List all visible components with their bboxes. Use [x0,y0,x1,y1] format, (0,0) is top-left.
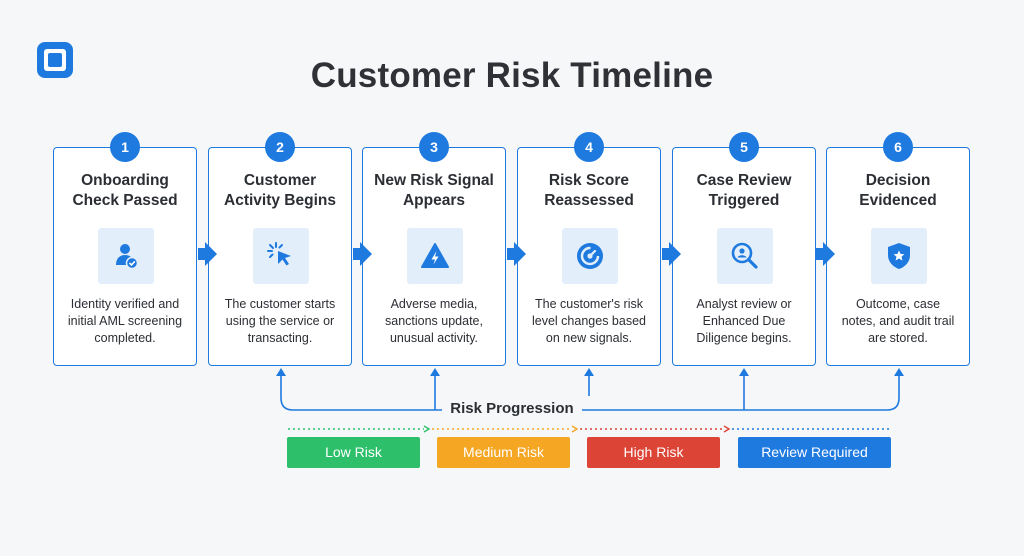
step-desc-line: using the service or [225,314,335,328]
page-title: Customer Risk Timeline [310,56,714,95]
step-title-line: New Risk Signal [374,172,494,189]
icon-tile [717,228,773,284]
icon-tile [871,228,927,284]
step-title-line: Check Passed [72,192,178,209]
step-title: New Risk Signal Appears [367,171,501,211]
step-desc-line: level changes based [532,314,646,328]
step-desc-line: The customer starts [224,297,336,311]
step-title-line: Activity Begins [224,192,336,209]
alert-bolt-icon [421,243,449,268]
step-desc-line: Adverse media, [390,297,478,311]
step-card-3: 3 New Risk Signal Appears Adverse media,… [362,132,506,366]
step-desc-line: completed. [94,331,156,345]
step-title-line: Onboarding [81,172,169,189]
step-description: Analyst review or Enhanced Due Diligence… [679,296,809,347]
shield-star-icon [888,243,910,269]
step-desc-line: Analyst review or [696,297,792,311]
step-desc-line: Outcome, case [855,297,941,311]
gauge-icon [577,243,603,269]
step-title: Risk Score Reassessed [522,171,656,211]
step-description: Identity verified and initial AML screen… [60,296,190,347]
step-desc-line: sanctions update, [385,314,483,328]
risk-chip-low: Low Risk [287,437,420,468]
step-description: Adverse media, sanctions update, unusual… [369,296,499,347]
step-description: Outcome, case notes, and audit trail are… [833,296,963,347]
step-desc-line: The customer's risk [535,297,643,311]
step-number-badge: 5 [729,132,759,162]
step-number-badge: 4 [574,132,604,162]
step-number-badge: 6 [883,132,913,162]
step-card-5: 5 Case Review Triggered Analyst review o… [672,132,816,366]
risk-chip-medium: Medium Risk [437,437,570,468]
step-card-1: 1 Onboarding Check Passed Identity verif… [53,132,197,366]
step-title: Case Review Triggered [677,171,811,211]
step-description: The customer starts using the service or… [215,296,345,347]
step-desc-line: Identity verified and [70,297,180,311]
risk-chip-review: Review Required [738,437,891,468]
step-title-line: Reassessed [544,192,634,209]
step-title-line: Customer [243,172,317,189]
step-number-badge: 3 [419,132,449,162]
step-desc-line: notes, and audit trail [841,314,955,328]
step-desc-line: Diligence begins. [696,331,792,345]
step-number-badge: 1 [110,132,140,162]
step-card-4: 4 Risk Score Reassessed The customer's r… [517,132,661,366]
step-desc-line: Enhanced Due [702,314,786,328]
step-desc-line: are stored. [868,331,928,345]
risk-progression-label: Risk Progression [0,400,1024,418]
step-title: Customer Activity Begins [213,171,347,211]
icon-tile [98,228,154,284]
step-title-line: Decision [865,172,931,189]
step-number-badge: 2 [265,132,295,162]
icon-tile [253,228,309,284]
step-desc-line: initial AML screening [67,314,183,328]
step-title: Decision Evidenced [831,171,965,211]
risk-chip-high: High Risk [587,437,720,468]
step-desc-line: unusual activity. [389,331,478,345]
magnifier-user-icon [731,242,758,269]
step-card-2: 2 Customer Activity Begins The customer … [208,132,352,366]
step-desc-line: on new signals. [545,331,633,345]
click-cursor-icon [267,242,291,266]
icon-tile [562,228,618,284]
step-desc-line: transacting. [247,331,313,345]
step-title-line: Triggered [708,192,780,209]
step-title: Onboarding Check Passed [58,171,192,211]
user-verified-icon [116,244,139,270]
step-title-line: Evidenced [859,192,937,209]
step-description: The customer's risk level changes based … [524,296,654,347]
risk-progression-text: Risk Progression [442,400,582,417]
step-title-line: Appears [402,192,466,209]
step-title-line: Risk Score [548,172,630,189]
step-card-6: 6 Decision Evidenced Outcome, case notes… [826,132,970,366]
step-title-line: Case Review [696,172,792,189]
logo [37,42,73,78]
icon-tile [407,228,463,284]
